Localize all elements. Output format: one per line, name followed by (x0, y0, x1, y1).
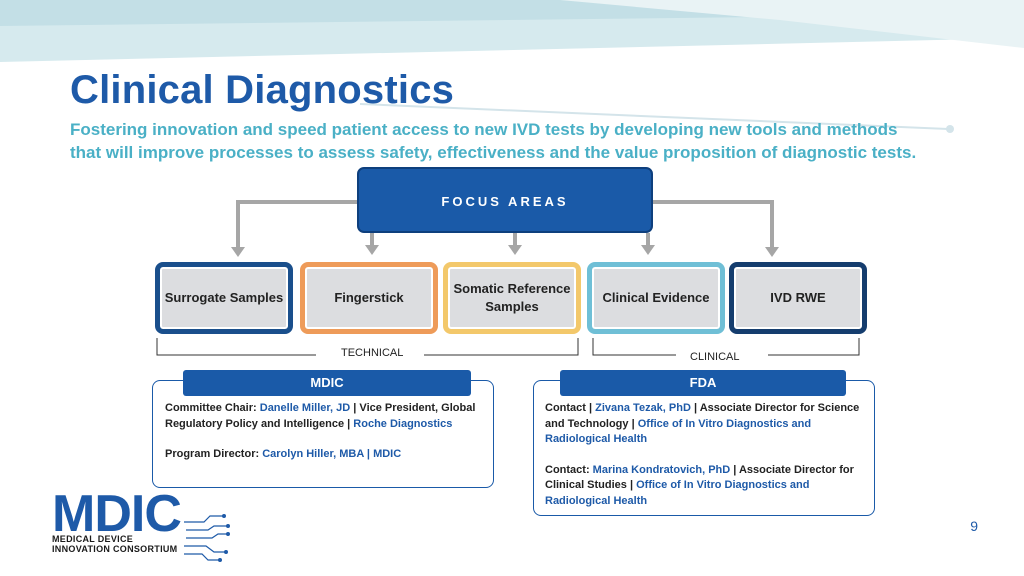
fda-contact-2: Contact: Marina Kondratovich, PhD | Asso… (545, 463, 854, 507)
focus-box-somatic-reference-samples: Somatic Reference Samples (443, 262, 581, 334)
focus-box-fingerstick: Fingerstick (300, 262, 438, 334)
fda-contact-1: Contact | Zivana Tezak, PhD | Associate … (545, 402, 860, 445)
director-name: Carolyn Hiller, MBA | MDIC (262, 448, 402, 460)
technical-group-label: TECHNICAL (341, 347, 404, 359)
program-director-text: Program Director: Carolyn Hiller, MBA | … (165, 448, 402, 460)
committee-chair-text: Committee Chair: Danelle Miller, JD | Vi… (165, 402, 476, 430)
logo-line-1: MEDICAL DEVICE (52, 534, 134, 544)
focus-areas-header: FOCUS AREAS (357, 167, 653, 233)
logo-mark: MDIC (52, 485, 182, 543)
focus-box-ivd-rwe: IVD RWE (729, 262, 867, 334)
mdic-header: MDIC (183, 370, 471, 396)
mdic-contact-card: Committee Chair: Danelle Miller, JD | Vi… (152, 380, 494, 488)
clinical-group-label: CLINICAL (690, 351, 740, 363)
circuit-icon (184, 514, 230, 562)
page-subtitle: Fostering innovation and speed patient a… (70, 120, 917, 162)
fda-contact-card: Contact | Zivana Tezak, PhD | Associate … (533, 380, 875, 516)
fda-header: FDA (560, 370, 846, 396)
focus-box-clinical-evidence: Clinical Evidence (587, 262, 725, 334)
logo-line-2: INNOVATION CONSORTIUM (52, 544, 178, 554)
page-number: 9 (970, 518, 978, 534)
mdic-logo: MDIC MEDICAL DEVICE INNOVATION CONSORTIU… (52, 488, 232, 568)
page-title: Clinical Diagnostics (70, 68, 455, 112)
focus-box-surrogate-samples: Surrogate Samples (155, 262, 293, 334)
header-band-graphic (0, 0, 1024, 133)
chair-name: Danelle Miller, JD (259, 402, 351, 414)
chair-org: Roche Diagnostics (353, 417, 453, 430)
